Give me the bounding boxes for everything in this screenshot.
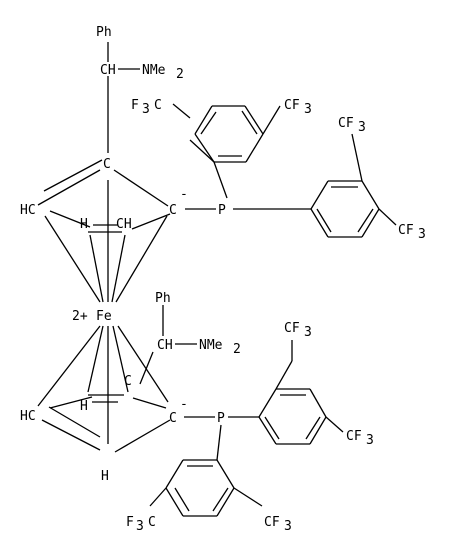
iron-charge-label: 2+ — [72, 309, 88, 324]
cf3-label-2: CF — [284, 98, 300, 113]
cf3-label-2-sub: 3 — [304, 102, 312, 117]
ring-hc-label-top-left: HC — [20, 203, 36, 218]
ring-h-label-bottom-low: H — [101, 469, 109, 484]
dimethylamino-subscript-top: 2 — [176, 67, 184, 82]
cf3-label-5: CF — [284, 321, 300, 336]
ring-ch-label-top-right: CH — [116, 217, 132, 232]
ring-carbanion-label-bottom: C — [169, 411, 177, 426]
dimethylamino-subscript-bottom: 2 — [233, 342, 241, 357]
ring-h-label-top: H — [80, 217, 88, 232]
methine-ch-label-top: CH — [100, 63, 116, 78]
phenyl-label-top: Ph — [96, 25, 112, 40]
cf3-label-7-f: F — [126, 515, 134, 530]
cf3-label-3: CF — [338, 116, 354, 131]
ring-hc-label-bottom-left: HC — [20, 409, 36, 424]
bond-lines — [37, 42, 397, 517]
ring-charge-minus-bottom: - — [180, 397, 188, 412]
dimethylamino-label-top: NMe — [142, 63, 166, 78]
ring-carbon-label-top: C — [103, 157, 111, 172]
cf3-label-7-c: C — [148, 515, 156, 530]
ring-charge-minus-top: - — [180, 187, 188, 202]
cf3-label-1-c: C — [154, 98, 162, 113]
cf3-label-4: CF — [398, 223, 414, 238]
ring-h-label-bottom-mid: H — [80, 399, 88, 414]
cf3-label-6: CF — [346, 429, 362, 444]
phenyl-label-bottom: Ph — [155, 291, 171, 306]
ring-carbanion-label-top: C — [169, 203, 177, 218]
cf3-label-8-sub: 3 — [284, 519, 292, 534]
cf3-label-4-sub: 3 — [418, 227, 426, 242]
cf3-label-3-sub: 3 — [358, 120, 366, 135]
phosphorus-label-top: P — [218, 203, 226, 218]
cf3-label-6-sub: 3 — [366, 433, 374, 448]
cf3-label-1-sub: 3 — [142, 102, 150, 117]
cf3-label-7-sub: 3 — [136, 519, 144, 534]
cf3-label-1-f: F — [131, 98, 139, 113]
methine-ch-label-bottom: CH — [157, 338, 173, 353]
cf3-label-8: CF — [264, 515, 280, 530]
phosphorus-label-bottom: P — [217, 411, 225, 426]
ring-carbon-label-bottom: C — [124, 374, 132, 389]
dimethylamino-label-bottom: NMe — [199, 338, 223, 353]
iron-label: Fe — [96, 309, 112, 324]
cf3-label-5-sub: 3 — [304, 325, 312, 340]
